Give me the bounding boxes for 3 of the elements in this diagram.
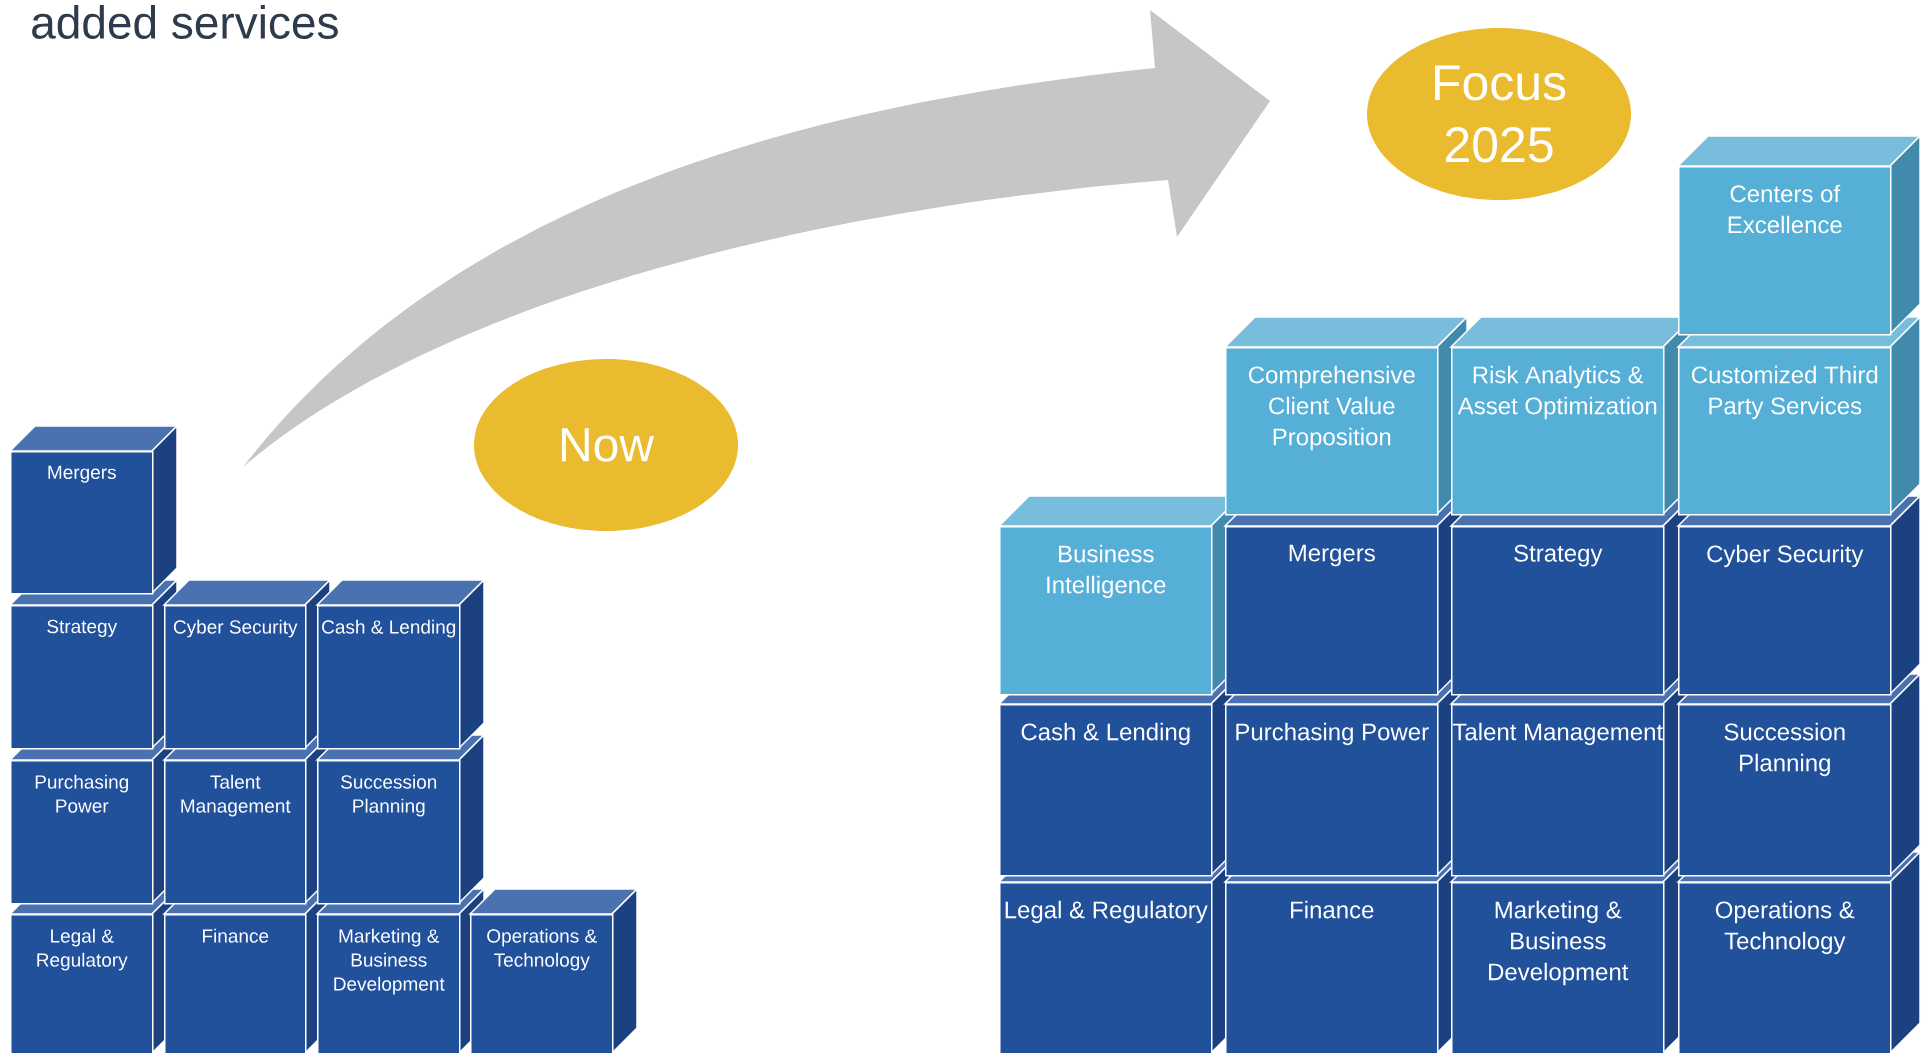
ellipse-badge: Now — [474, 359, 738, 531]
ellipse-badge: Focus 2025 — [1367, 28, 1631, 200]
title: added services — [32, 5, 338, 39]
